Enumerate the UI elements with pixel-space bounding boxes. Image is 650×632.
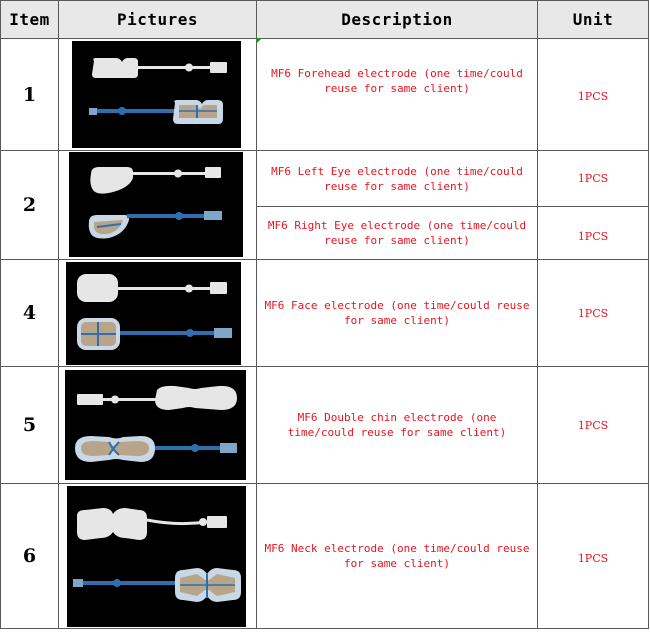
neck-electrode-photo [67,486,246,627]
unit-cell: 1PCS [577,306,609,320]
grid-line [256,206,649,207]
description-cell: MF6 Right Eye electrode (one time/could … [267,219,527,247]
unit-cell: 1PCS [577,551,609,565]
grid-line [537,0,538,629]
neck-electrode-icon [73,508,241,602]
grid-line [0,0,649,1]
forehead-electrode-photo [72,41,241,148]
table-header-background [1,1,649,38]
grid-line [0,0,1,629]
item-number: 1 [22,83,37,106]
header-description: Description [341,10,453,29]
item-number: 4 [22,302,37,324]
description-cell: MF6 Neck electrode (one time/could reuse… [264,542,530,570]
forehead-electrode-icon [89,58,227,124]
eye-electrode-icon [88,167,222,239]
grid-line [0,628,649,629]
header-item: Item [9,10,50,29]
double-chin-electrode-icon [75,385,237,462]
header-pictures: Pictures [116,10,199,29]
grid-line [0,259,649,260]
face-electrode-photo [66,262,241,365]
grid-line [58,0,59,629]
grid-line [648,0,649,629]
description-cell: MF6 Face electrode (one time/could reuse… [264,299,530,327]
unit-cell: 1PCS [577,418,609,432]
grid-line [0,483,649,484]
grid-line [256,0,257,629]
description-cell: MF6 Left Eye electrode (one time/could r… [271,164,523,193]
cell-marker [256,38,262,44]
description-cell: MF6 Double chin electrode (one time/coul… [287,411,507,439]
face-electrode-icon [77,274,232,350]
unit-cell: 1PCS [577,90,609,103]
grid-line [0,150,649,151]
unit-cell: 1PCS [577,229,609,243]
item-number: 6 [22,545,37,567]
eye-electrode-photo [69,152,243,257]
header-unit: Unit [572,10,614,29]
description-cell: MF6 Forehead electrode (one time/could r… [271,67,523,95]
item-number: 5 [22,414,37,436]
grid-line [0,38,649,39]
unit-cell: 1PCS [577,172,609,185]
double-chin-electrode-photo [65,370,246,480]
item-number: 2 [22,194,37,216]
grid-line [0,366,649,367]
